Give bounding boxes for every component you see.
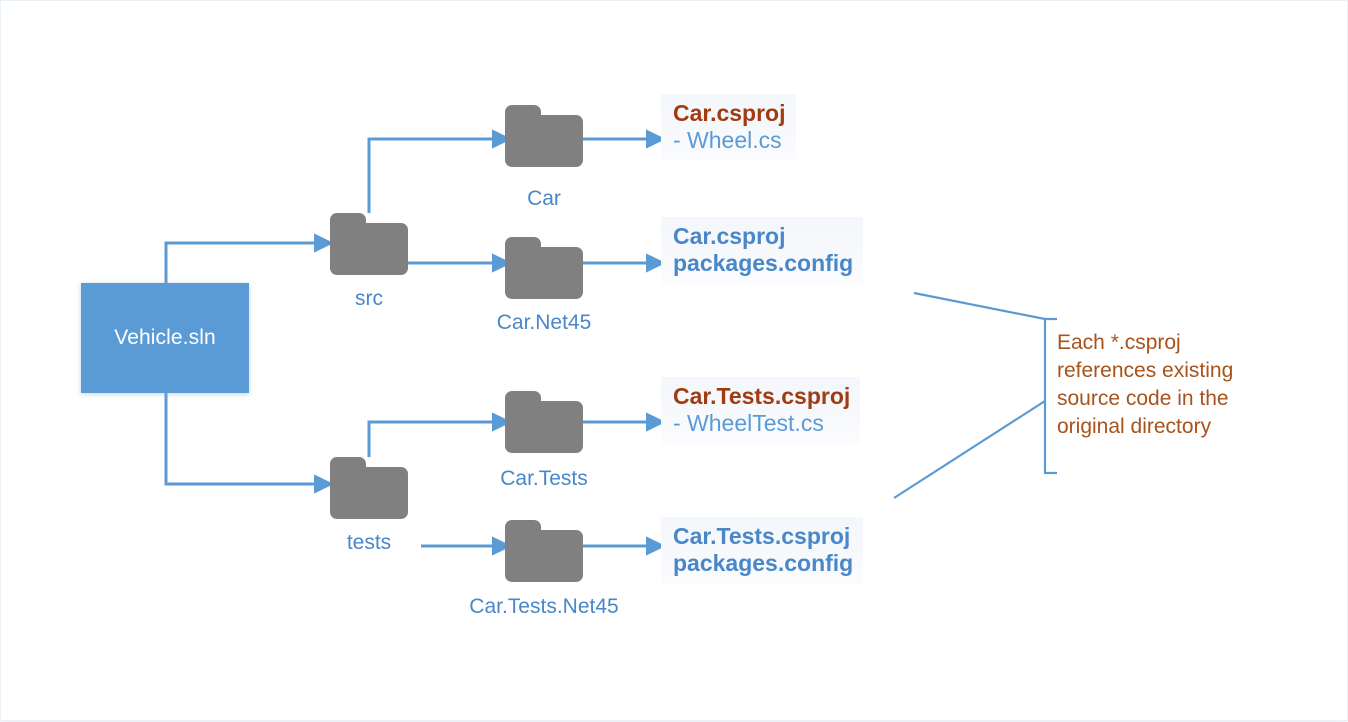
folder-icon-tests[interactable] xyxy=(330,457,408,519)
folder-label-car-tests-net45: Car.Tests.Net45 xyxy=(469,595,619,618)
file-name-csproj: Car.Tests.csproj xyxy=(673,383,851,409)
folder-label-tests: tests xyxy=(346,531,392,554)
folder-label-car-tests: Car.Tests xyxy=(500,467,588,490)
annotation-line-2: references existing xyxy=(1057,358,1234,382)
annotation-callout: Each *.csproj references existing source… xyxy=(1057,329,1283,441)
file-name-source: - WheelTest.cs xyxy=(673,409,824,436)
annotation-line-1: Each *.csproj xyxy=(1057,331,1181,354)
annotation-bracket xyxy=(893,291,1057,499)
folder-icon-car[interactable] xyxy=(505,105,583,167)
file-name-csproj: Car.Tests.csproj xyxy=(673,523,851,549)
folder-icon-car-tests[interactable] xyxy=(505,391,583,453)
edge-tests-to-cartests xyxy=(367,412,512,457)
file-block-car-net45: Car.csproj packages.config xyxy=(661,217,864,285)
folder-label-src: src xyxy=(355,287,383,310)
file-name-packages-config: packages.config xyxy=(673,549,854,576)
folder-body xyxy=(505,115,583,167)
folder-label-car-net45: Car.Net45 xyxy=(496,311,592,334)
file-block-car: Car.csproj - Wheel.cs xyxy=(661,94,796,162)
folder-body xyxy=(505,401,583,453)
solution-node-label: Vehicle.sln xyxy=(114,326,216,349)
annotation-line-3: source code in the xyxy=(1057,386,1229,410)
edge-src-to-car xyxy=(367,129,512,213)
folder-body xyxy=(505,247,583,299)
file-name-packages-config: packages.config xyxy=(673,249,854,276)
folder-label-car: Car xyxy=(527,187,561,210)
folder-body xyxy=(505,530,583,582)
solution-node-vehicle-sln[interactable]: Vehicle.sln xyxy=(81,283,249,393)
file-name-source: - Wheel.cs xyxy=(673,126,782,153)
folder-body xyxy=(330,467,408,519)
file-name-csproj: Car.csproj xyxy=(673,100,786,126)
file-block-car-tests: Car.Tests.csproj - WheelTest.cs xyxy=(661,377,861,445)
folder-icon-car-tests-net45[interactable] xyxy=(505,520,583,582)
folder-body xyxy=(330,223,408,275)
folder-icon-car-net45[interactable] xyxy=(505,237,583,299)
file-block-car-tests-net45: Car.Tests.csproj packages.config xyxy=(661,517,864,585)
file-name-csproj: Car.csproj xyxy=(673,223,786,249)
annotation-line-4: original directory xyxy=(1057,414,1212,438)
folder-icon-src[interactable] xyxy=(330,213,408,275)
